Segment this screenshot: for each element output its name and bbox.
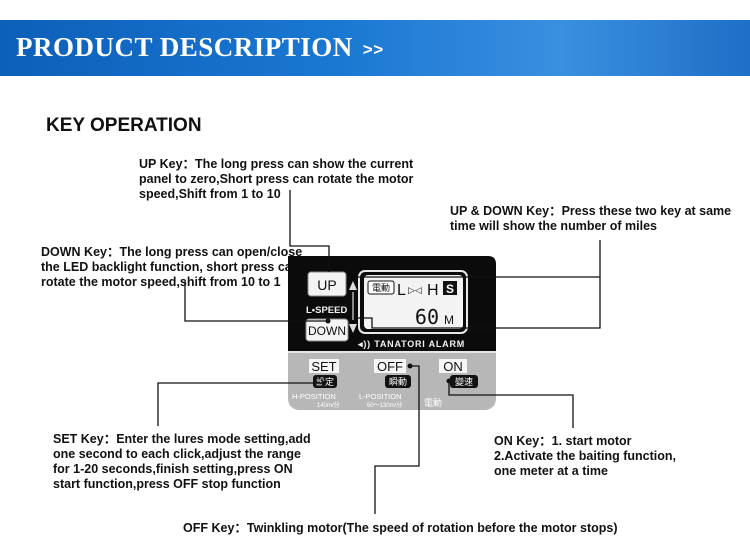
lcd-motor-icon: 電動 <box>372 283 390 294</box>
off-sub-label: 瞬動 <box>389 376 407 388</box>
brand-label: ◂)) TANATORI ALARM <box>357 339 465 349</box>
up-arrow-icon <box>349 281 357 290</box>
updown-key-note: UP & DOWN Key：Press these two key at sam… <box>450 204 732 233</box>
lcd-speed-arrows: ▷◁ <box>408 286 422 296</box>
on-key-note: ON Key：1. start motor 2.Activate the bai… <box>494 434 676 478</box>
lspeed-label: L•SPEED <box>306 305 347 316</box>
banner-arrows-icon: >> <box>362 39 384 59</box>
down-leader-line <box>184 281 328 322</box>
banner-title: PRODUCT DESCRIPTION >> <box>16 32 384 63</box>
lcd-H: H <box>427 282 439 299</box>
lcd-S: S <box>446 282 454 296</box>
off-button-label: OFF <box>377 359 403 374</box>
l-position-speed: 60～130m/分 <box>367 401 402 409</box>
off-button[interactable] <box>374 359 406 373</box>
lcd-value: 60 <box>415 305 439 329</box>
off-key-note: OFF Key：Twinkling motor(The speed of rot… <box>183 521 618 535</box>
set-leader-dot <box>321 380 327 386</box>
l-position-label: L-POSITION <box>359 392 402 401</box>
set-button[interactable] <box>309 359 339 373</box>
down-key-note: DOWN Key：The long press can open/close t… <box>41 245 303 289</box>
down-button-label: DOWN <box>308 324 346 338</box>
on-leader-line <box>448 381 574 428</box>
off-leader-line <box>374 365 420 514</box>
h-position-speed: 140m/分 <box>317 401 340 409</box>
up-button[interactable] <box>307 271 347 297</box>
header-banner: PRODUCT DESCRIPTION >> <box>0 20 750 76</box>
down-leader-dot <box>325 318 331 324</box>
h-position-label: H-POSITION <box>292 392 336 401</box>
lcd-L: L <box>397 282 406 299</box>
up-leader-line <box>289 190 330 272</box>
on-button[interactable] <box>439 359 467 373</box>
set-button-label: SET <box>311 359 336 374</box>
down-arrow-icon <box>349 324 357 333</box>
lcd-unit: M <box>444 313 454 327</box>
up-key-note: UP Key：The long press can show the curre… <box>139 157 414 201</box>
set-key-note: SET Key：Enter the lures mode setting,add… <box>53 432 311 491</box>
lcd-s-badge <box>443 281 457 295</box>
banner-title-text: PRODUCT DESCRIPTION <box>16 32 353 62</box>
up-button-label: UP <box>317 277 336 293</box>
on-sub-label: 變速 <box>455 376 473 388</box>
on-leader-dot <box>446 378 452 384</box>
section-title: KEY OPERATION <box>46 115 202 136</box>
off-sub-badge <box>385 375 411 388</box>
on-button-label: ON <box>443 359 463 374</box>
motor-label: 電動 <box>424 398 442 409</box>
updown-leader-bottom <box>355 277 601 329</box>
set-leader-line <box>157 382 324 426</box>
on-sub-badge <box>450 375 478 388</box>
off-leader-dot <box>407 363 413 369</box>
